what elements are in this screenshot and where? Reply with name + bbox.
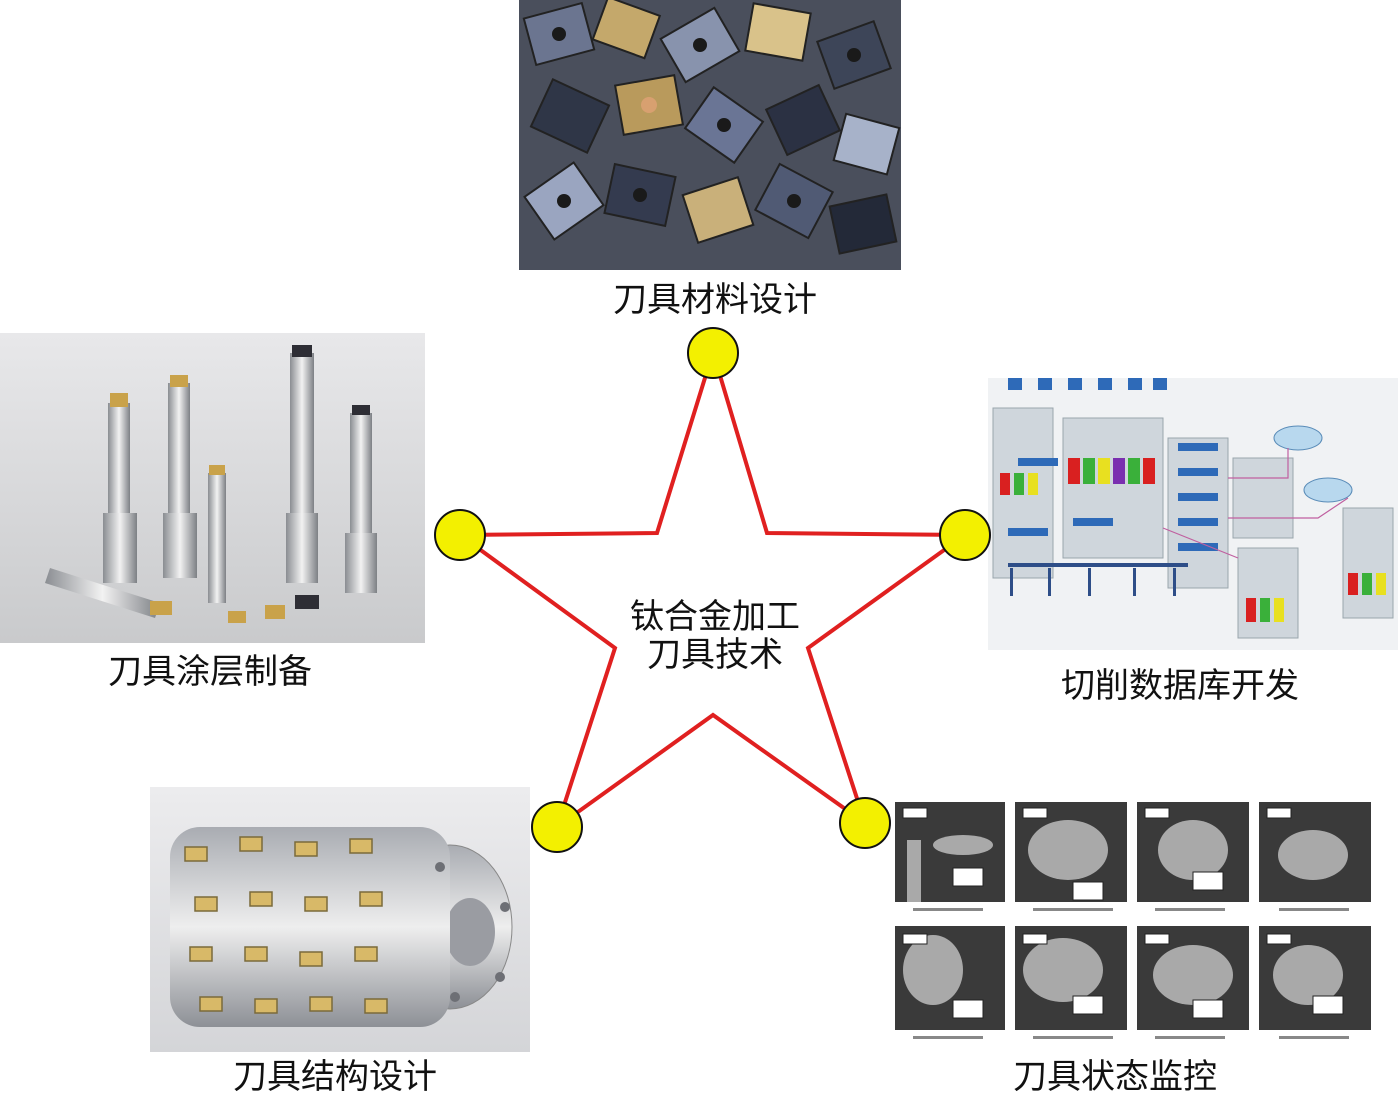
tool-monitoring-photo [893,800,1373,1048]
caption-cutting-database: 切削数据库开发 [1061,666,1299,706]
caption-tool-coating: 刀具涂层制备 [108,652,312,692]
cutting-database-photo [988,378,1398,650]
node-top [687,327,739,379]
center-title-line1: 钛合金加工 [630,597,800,637]
tool-structure-photo [150,787,530,1052]
node-left [434,509,486,561]
center-title: 钛合金加工 刀具技术 [600,598,830,674]
center-title-line2: 刀具技术 [647,635,783,675]
caption-tool-monitoring: 刀具状态监控 [1013,1057,1217,1097]
node-bottom-right [839,797,891,849]
node-bottom-left [531,801,583,853]
caption-tool-material: 刀具材料设计 [613,280,817,320]
tool-coating-photo [0,333,425,643]
star-outline [453,345,972,833]
tool-material-photo [519,0,901,270]
node-right [939,509,991,561]
caption-tool-structure: 刀具结构设计 [233,1057,437,1097]
